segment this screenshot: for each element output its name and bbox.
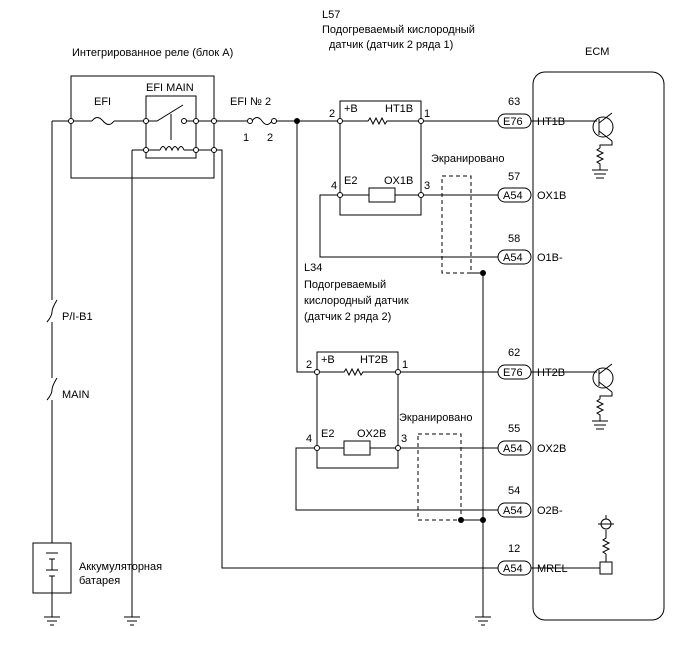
- efi-no2-fuse: [247, 117, 297, 125]
- connector-code: A54: [503, 505, 523, 517]
- sensor1-heater: [343, 116, 418, 126]
- pin-number: 62: [508, 347, 520, 359]
- feed-bus: [296, 120, 340, 373]
- efi-fuse-label: EFI: [94, 96, 111, 108]
- shield-drain-wiring: [461, 272, 484, 617]
- ground-relay: [124, 616, 140, 626]
- shield2-label: Экранировано: [399, 412, 472, 424]
- ecm-pin-o2b-minus: 54 A54 O2B-: [497, 485, 563, 518]
- pin-number: 58: [508, 233, 520, 245]
- sensor2-title-line1: Подогреваемый: [304, 279, 386, 291]
- sensor1-code: L57: [322, 9, 340, 21]
- junction-shield1: [480, 270, 486, 276]
- sensor1-pin4: 4: [331, 180, 337, 192]
- main-fuse-label: MAIN: [62, 389, 90, 401]
- sensor2-e2: E2: [321, 428, 334, 440]
- junction-shield2: [458, 517, 464, 523]
- shield1-label: Экранировано: [431, 153, 504, 165]
- junction-feed: [294, 118, 300, 124]
- sensor2-heater-label: HT2B: [360, 354, 388, 366]
- sensor2-plus-b: +B: [321, 354, 335, 366]
- sensor1-sensor-label: OX1B: [384, 175, 413, 187]
- sensor2-heater: [320, 367, 395, 377]
- signal-name: MREL: [537, 563, 568, 575]
- pin-number: 12: [508, 543, 520, 555]
- battery-symbol: [46, 552, 58, 617]
- signal-name: OX1B: [537, 190, 566, 202]
- sensor1-title-line2: датчик (датчик 2 ряда 1): [329, 39, 453, 51]
- pin-number: 54: [508, 485, 520, 497]
- connector-code: E76: [503, 367, 523, 379]
- sensor1-title-line1: Подогреваемый кислородный: [322, 24, 475, 36]
- ecm-pin-ox2b: 55 A54 OX2B: [497, 423, 566, 456]
- pib1-fuse-label: P/I-B1: [62, 311, 93, 323]
- sensor2-code: L34: [304, 262, 322, 274]
- ecm-pin-mrel: 12 A54 MREL: [497, 543, 568, 576]
- sensor2-pin3: 3: [401, 433, 407, 445]
- relay-terminals: [68, 118, 217, 153]
- battery-label-line2: батарея: [79, 575, 120, 587]
- pin-number: 63: [508, 96, 520, 108]
- ecm-title: ECM: [585, 46, 609, 58]
- shield2: [417, 433, 462, 521]
- sensor2-pin4: 4: [306, 433, 312, 445]
- sensor2-pin1: 1: [402, 359, 408, 371]
- signal-name: O1B-: [537, 252, 563, 264]
- ground-battery: [44, 616, 60, 626]
- connector-code: E76: [503, 116, 523, 128]
- pin-number: 57: [508, 171, 520, 183]
- sensor2-title-line2: кислородный датчик: [304, 295, 409, 307]
- signal-name: HT2B: [537, 367, 565, 379]
- sensor1-pin1: 1: [424, 108, 430, 120]
- ecm-pin-o1b-minus: 58 A54 O1B-: [497, 233, 563, 265]
- ecm-mrel-circuit: [531, 515, 614, 575]
- sensor2-title-line3: (датчик 2 ряда 2): [304, 311, 391, 323]
- efi-main-relay-label: EFI MAIN: [146, 82, 194, 94]
- sensor2-wiring: [295, 371, 498, 511]
- sensor2-pin2: 2: [306, 359, 312, 371]
- sensor1-wiring: [319, 120, 498, 258]
- battery-feed-wiring: [46, 121, 58, 543]
- pin-number: 55: [508, 423, 520, 435]
- ecm-pin-ht1b: 63 E76 HT1B: [497, 96, 565, 129]
- junction-shield-common: [480, 517, 486, 523]
- ground-shield: [475, 616, 491, 626]
- efi-no2-pin2: 2: [267, 132, 273, 144]
- connector-code: A54: [503, 190, 523, 202]
- signal-name: OX2B: [537, 443, 566, 455]
- signal-name: HT1B: [537, 116, 565, 128]
- signal-name: O2B-: [537, 505, 563, 517]
- connector-code: A54: [503, 563, 523, 575]
- ecm-pin-ox1b: 57 A54 OX1B: [497, 171, 566, 203]
- efi-no2-pin1: 1: [243, 132, 249, 144]
- shield1: [441, 175, 472, 274]
- sensor1-pin2: 2: [329, 108, 335, 120]
- connector-code: A54: [503, 443, 523, 455]
- sensor2-sensor-label: OX2B: [357, 428, 386, 440]
- ecm-body: [532, 71, 665, 621]
- sensor1-pin3: 3: [424, 180, 430, 192]
- relay-block-title: Интегрированное реле (блок А): [72, 47, 233, 59]
- sensor2-element: [343, 440, 371, 456]
- sensor1-plus-b: +B: [344, 103, 358, 115]
- battery-label-line1: Аккумуляторная: [79, 561, 162, 573]
- sensor1-heater-label: HT1B: [385, 103, 413, 115]
- ecm-transistor-ht2b: [531, 363, 614, 430]
- sensor1-e2: E2: [344, 175, 357, 187]
- ecm-transistor-ht1b: [531, 112, 614, 179]
- relay-wiring: [52, 104, 498, 617]
- sensor1-terminals: [337, 118, 424, 198]
- efi-no2-fuse-label: EFI № 2: [230, 96, 271, 108]
- ecm-pin-ht2b: 62 E76 HT2B: [497, 347, 565, 380]
- sensor1-element: [368, 187, 396, 203]
- sensor2-terminals: [314, 369, 401, 451]
- connector-code: A54: [503, 252, 523, 264]
